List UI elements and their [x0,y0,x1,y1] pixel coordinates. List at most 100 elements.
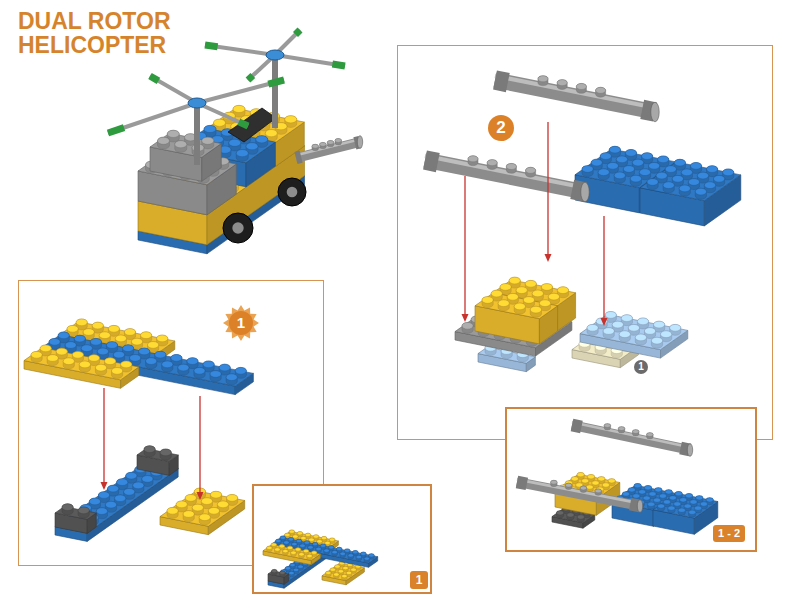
stud-top [491,290,502,297]
axle-body [495,80,655,112]
stud-top [178,364,189,371]
stud-top [596,87,606,93]
axle-shine [425,156,585,188]
stud-side [595,489,601,495]
brick-face [150,133,221,157]
stud-side [506,163,516,173]
stud-side [146,358,157,369]
assembly-arrow [197,396,204,500]
stud-top [106,342,117,349]
stud-side [498,300,509,311]
stud-top [210,371,221,378]
stud-top [67,325,78,332]
stud-top [623,166,634,173]
stud-top [506,163,516,169]
axle-end [572,425,581,427]
brick-face [640,162,741,201]
rotor-tip [296,30,301,35]
stud-side [162,361,173,372]
rotor-tip [239,122,248,126]
stud-side [557,80,567,90]
stud-top [285,533,291,536]
stud-side [514,303,525,314]
stud-top [112,368,123,375]
stud-top [246,143,258,150]
axle-cap [581,182,589,202]
stud-top [651,337,662,344]
stud-side [598,169,609,180]
stud-top [532,290,543,297]
stud-top [236,150,248,157]
stud-top [697,172,708,179]
arrow-head [462,314,469,322]
stud-top [348,554,354,557]
brick-face [137,449,178,462]
wheel-hub [232,222,243,233]
stud-top [678,508,685,512]
stud-top [115,495,126,502]
stud-top [335,139,341,143]
stud-side [63,358,74,369]
stud-top [639,490,646,494]
stud-side [348,554,354,559]
stud-top [654,321,665,328]
stud-top [648,502,655,506]
stud-top [312,542,318,545]
stud-side [614,172,625,183]
stud-top [647,179,658,186]
stud-top [674,159,685,166]
stud-top [685,494,692,498]
stud-top [40,345,51,352]
brick [640,159,741,226]
stud-top [525,280,536,287]
stud-side [582,166,593,177]
stud-top [690,163,701,170]
stud-top [321,536,327,539]
stud-top [272,569,278,572]
stud-top [256,136,268,143]
stud-top [628,324,639,331]
stud-top [121,361,132,368]
brick-face [475,293,558,319]
stud-top [133,482,144,489]
stud-top [283,549,289,552]
stud-side [577,515,584,522]
rotor-tip [332,64,345,66]
stud-top [47,355,58,362]
wheel [223,213,253,243]
arrow-head [601,318,608,326]
stud-top [684,504,691,508]
brick-face [263,544,320,560]
stud-side [307,554,313,559]
stud-side [280,571,286,576]
step-scene [517,422,718,534]
stud-top [204,125,216,132]
stud-top [482,297,493,304]
stud-side [679,185,690,196]
stud-top [619,331,630,338]
stud-side [158,137,170,149]
stud-top [356,555,362,558]
stud-side [324,549,330,554]
stud-top [586,485,593,489]
stud-top [695,188,706,195]
stud-side [236,150,248,162]
stud-top [160,449,171,456]
stud-top [194,367,205,374]
stud-top [301,536,307,539]
stud-top [292,542,298,545]
brick-face [55,507,96,520]
stud-side [326,571,332,576]
stud-top [565,483,571,487]
stud-top [330,568,336,571]
stud-side [530,306,541,317]
stud-side [678,508,685,515]
stud-top [577,472,584,476]
stud-top [622,492,629,496]
stud-top [628,488,635,492]
stud-top [539,300,550,307]
arrow-head [545,254,552,262]
stud-side [587,324,598,335]
stud-side [468,156,478,166]
stud-top [76,319,87,326]
